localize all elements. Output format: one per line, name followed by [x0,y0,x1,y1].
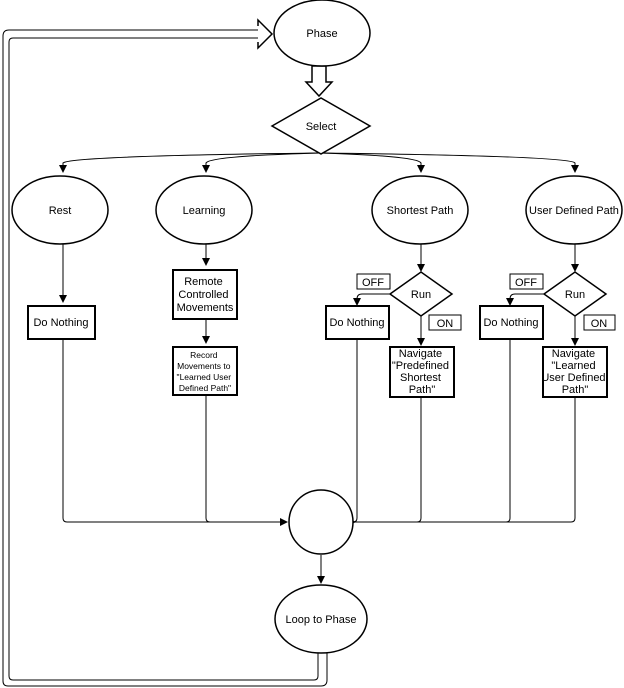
switch-off-shortest-label: OFF [362,277,384,289]
edge-run-shortest-off [353,293,390,306]
node-record-movements-label: Record Movements to "Learned User Define… [177,350,234,393]
node-record-movements: Record Movements to "Learned User Define… [172,346,238,396]
node-navigate-learned-label: Navigate "Learned User Defined Path" [541,348,608,396]
node-shortest-do-nothing-label: Do Nothing [329,317,384,329]
node-phase: Phase [273,0,371,67]
switch-off-user-label: OFF [515,277,537,289]
node-shortest-do-nothing: Do Nothing [325,305,390,340]
node-select-label: Select [306,121,337,133]
node-rest-do-nothing: Do Nothing [27,305,96,340]
node-navigate-predefined: Navigate "Predefined Shortest Path" [389,346,455,398]
record-line-3: "Learned User [177,372,232,382]
edge-select-to-shortest-path [319,152,425,173]
edge-loop-back-arrowhead [257,18,274,50]
edge-shortest-nothing-to-merge [348,340,358,526]
edge-phase-to-select [304,65,334,98]
edge-select-to-learning [202,152,321,173]
switch-on-shortest-label: ON [437,318,454,330]
switch-on-user: ON [583,314,616,331]
edge-select-to-rest [59,152,321,173]
node-user-do-nothing: Do Nothing [479,305,544,340]
navigate-learned-line-3: User Defined [541,372,605,384]
node-shortest-path: Shortest Path [371,175,469,245]
node-run-shortest-label: Run [411,289,431,301]
node-rest-do-nothing-label: Do Nothing [33,317,88,329]
edge-select-to-user-defined-path [319,152,579,173]
node-select: Select [270,97,372,155]
edge-record-to-merge [205,396,287,523]
edge-rest-to-merge [62,340,288,526]
node-run-user: Run [542,271,608,317]
remote-line-3: Movements [177,302,234,314]
node-merge [288,489,354,555]
node-run-user-label: Run [565,289,585,301]
node-user-do-nothing-label: Do Nothing [483,317,538,329]
navigate-learned-line-1: Navigate [552,348,595,360]
edge-navigate-predefined-to-merge [355,398,422,523]
navigate-predefined-line-3: Shortest [400,372,441,384]
navigate-learned-line-2: "Learned [551,360,595,372]
navigate-predefined-line-4: Path" [409,384,436,396]
node-phase-label: Phase [306,28,337,40]
node-remote-controlled: Remote Controlled Movements [172,269,238,320]
navigate-predefined-line-1: Navigate [399,348,442,360]
record-line-2: Movements to [177,361,231,371]
node-learning: Learning [155,175,253,245]
node-learning-label: Learning [183,205,226,217]
node-rest: Rest [11,175,109,245]
navigate-learned-line-4: Path" [562,384,589,396]
switch-on-shortest: ON [428,314,462,331]
switch-on-user-label: ON [591,318,608,330]
edge-loop-back-inner [8,37,319,681]
node-loop-to-phase-label: Loop to Phase [286,614,357,626]
node-loop-to-phase: Loop to Phase [274,584,368,654]
node-user-defined-path-label: User Defined Path [529,205,619,217]
edge-navigate-learned-to-merge [355,398,576,523]
node-shortest-path-label: Shortest Path [387,205,454,217]
navigate-predefined-line-2: "Predefined [392,360,449,372]
remote-line-2: Controlled [178,289,228,301]
record-line-4: Defined Path" [179,383,231,393]
remote-line-1: Remote [184,276,223,288]
switch-off-user: OFF [509,273,544,290]
switch-off-shortest: OFF [356,273,391,290]
node-run-shortest: Run [388,271,454,317]
node-rest-label: Rest [49,205,72,217]
node-navigate-learned: Navigate "Learned User Defined Path" [541,346,608,398]
edge-run-user-off [506,293,544,306]
node-user-defined-path: User Defined Path [525,175,623,245]
node-navigate-predefined-label: Navigate "Predefined Shortest Path" [392,348,452,396]
record-line-1: Record [190,350,218,360]
edge-loop-back-outer [2,29,328,687]
node-remote-controlled-label: Remote Controlled Movements [177,276,234,314]
